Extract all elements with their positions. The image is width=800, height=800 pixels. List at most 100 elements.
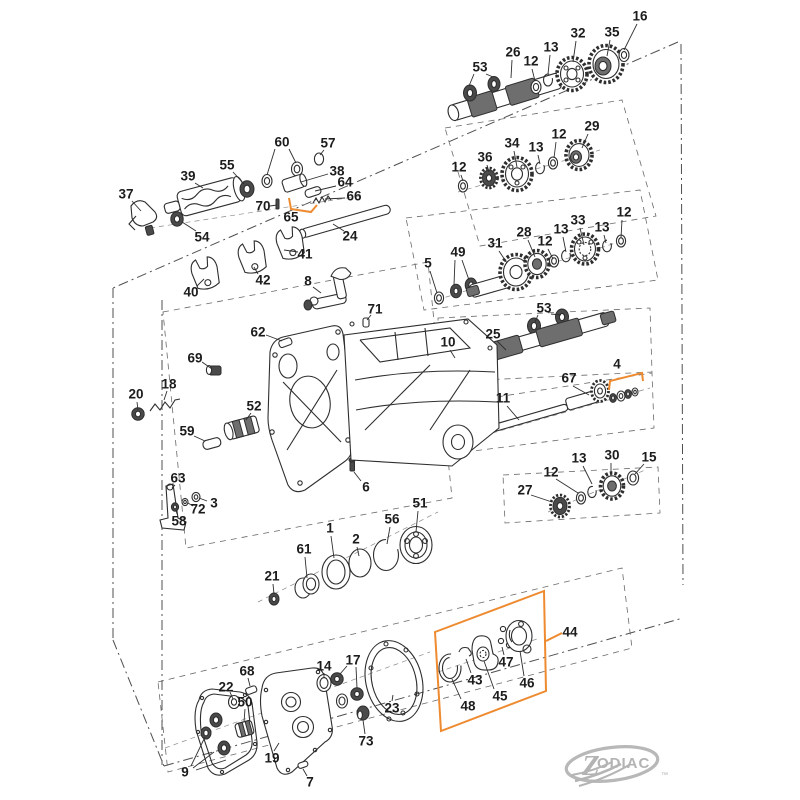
part-51-ball-bearing [399, 525, 433, 565]
part-38-spring-housing [281, 173, 308, 193]
part-35-gear [587, 43, 625, 85]
leader-line-57 [319, 149, 325, 156]
part-label-45: 45 [492, 689, 508, 704]
leader-line-12 [547, 248, 554, 260]
part-label-52: 52 [246, 399, 261, 414]
leader-line-36 [486, 164, 490, 173]
part-label-59: 59 [179, 424, 194, 439]
part-label-44: 44 [562, 625, 578, 640]
leader-line-25 [496, 340, 507, 351]
part-69-plug [205, 365, 222, 376]
part-59-pin [202, 437, 222, 450]
part-label-18: 18 [161, 377, 177, 392]
leader-line-5 [429, 270, 438, 294]
part-43-clip [458, 646, 472, 657]
part-48-retaining-ring [438, 653, 462, 683]
leader-line-47 [501, 646, 505, 656]
part-12-washer [457, 179, 469, 193]
part-31-countershaft-gear [465, 252, 534, 298]
leader-line-27 [530, 494, 553, 503]
part-label-66: 66 [346, 189, 362, 204]
part-27-pinion [549, 493, 571, 519]
leader-line-62 [265, 334, 283, 342]
part-label-13: 13 [571, 451, 587, 466]
part-42-shift-fork [237, 240, 267, 274]
zodiac-logo: Z ODIAC ™ [564, 745, 668, 787]
leader-line-42 [253, 266, 259, 275]
part-label-12: 12 [537, 234, 552, 249]
leader-line-60 [288, 148, 297, 164]
leader-line-49 [461, 259, 470, 281]
leader-line-60 [266, 148, 276, 176]
part-13-snap-ring [587, 485, 597, 499]
leader-line-13 [537, 154, 541, 165]
leader-line-40 [196, 278, 205, 287]
leader-line-53 [534, 314, 539, 323]
part-label-14: 14 [316, 659, 332, 674]
part-32-gear [555, 55, 589, 93]
leader-line-12 [555, 478, 579, 494]
part-label-13: 13 [528, 140, 544, 155]
part-label-38: 38 [329, 164, 345, 179]
leader-line-13 [547, 54, 551, 75]
leader-line-46 [519, 650, 525, 677]
part-label-24: 24 [342, 229, 358, 244]
part-66-spring [312, 194, 332, 205]
part-label-33: 33 [570, 213, 586, 228]
leader-line-18 [163, 390, 168, 401]
leader-line-37 [131, 200, 142, 212]
leader-line-12 [531, 68, 536, 82]
leader-line-12 [460, 174, 464, 182]
part-26-mainshaft [447, 72, 562, 122]
part-label-35: 35 [604, 25, 620, 40]
leader-line-16 [623, 23, 638, 51]
leader-line-54 [181, 221, 197, 232]
part-58-ring [170, 502, 180, 512]
leader-line-12 [620, 219, 623, 239]
part-17-nuts [330, 672, 364, 701]
part-28-gear [523, 248, 551, 280]
part-label-21: 21 [264, 569, 280, 584]
part-label-12: 12 [523, 54, 538, 69]
part-label-8: 8 [304, 274, 312, 289]
leader-line-24 [332, 223, 345, 232]
part-label-34: 34 [504, 136, 520, 151]
part-8-shifter-arm [303, 267, 352, 311]
part-46-ratchet-plate [505, 619, 533, 654]
leader-line-32 [572, 40, 577, 63]
part-label-42: 42 [255, 273, 270, 288]
part-label-36: 36 [477, 150, 493, 165]
leader-line-73 [362, 719, 366, 735]
leader-line-50 [243, 708, 246, 723]
part-20-nut [131, 407, 145, 421]
part-3-ring [191, 491, 201, 503]
part-label-47: 47 [498, 655, 513, 670]
part-62-pin [278, 337, 293, 349]
leader-line-7 [302, 768, 308, 777]
leader-line-35 [606, 39, 611, 57]
part-68-pin [245, 685, 258, 695]
part-label-20: 20 [128, 387, 143, 402]
part-50-roller-bearing [234, 719, 255, 738]
part-label-22: 22 [218, 680, 233, 695]
part-61-spacer [294, 573, 320, 599]
leader-line-13 [603, 234, 607, 244]
leader-line-31 [498, 250, 508, 264]
part-2-oring [348, 548, 372, 578]
part-label-53: 53 [472, 60, 488, 75]
part-label-13: 13 [553, 222, 569, 237]
part-label-2: 2 [352, 532, 360, 547]
detail-box-44 [433, 589, 563, 733]
leader-line-15 [634, 463, 645, 475]
part-label-31: 31 [487, 236, 503, 251]
leader-line-68 [247, 677, 251, 687]
part-12-washer [548, 254, 560, 268]
part-label-43: 43 [467, 673, 483, 688]
leader-line-61 [304, 556, 308, 579]
part-label-39: 39 [180, 169, 195, 184]
part-label-16: 16 [632, 9, 648, 24]
leader-line-19 [273, 742, 280, 752]
part-number-callouts: 1635321312265329121334361212133313281231… [118, 9, 657, 790]
part-13-snap-ring [602, 239, 612, 253]
